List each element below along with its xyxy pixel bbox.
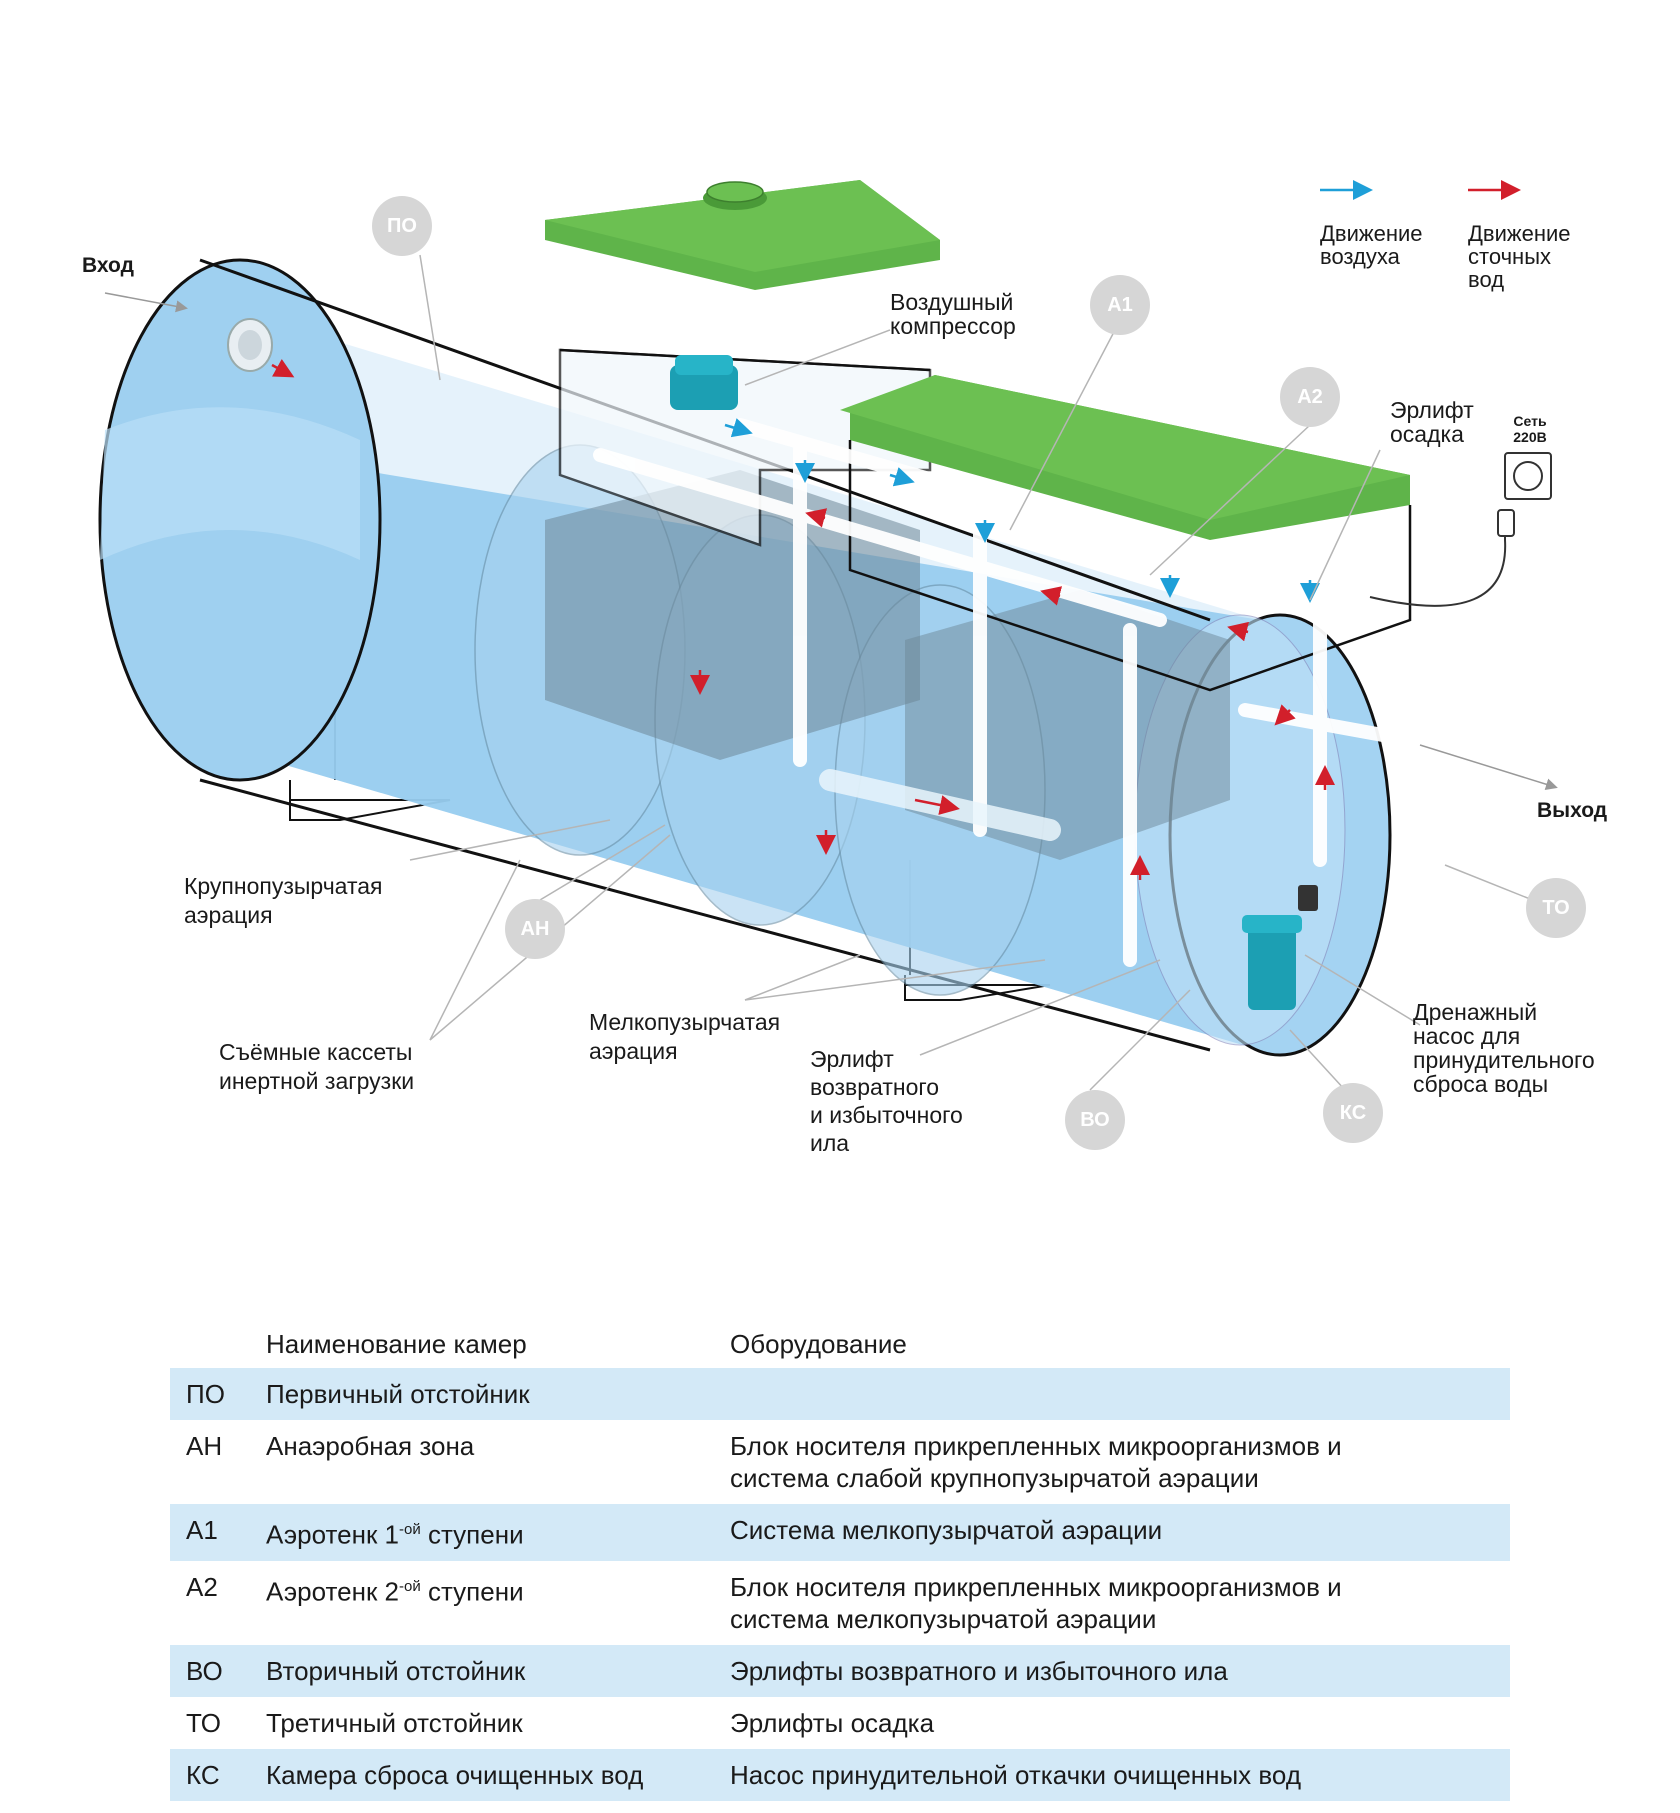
- table-row: ТО Третичный отстойник Эрлифты осадка: [170, 1697, 1510, 1749]
- chamber-equipment: Эрлифты осадка: [730, 1707, 935, 1738]
- tank-illustration: [98, 180, 1558, 1091]
- chamber-code: А1: [186, 1515, 218, 1545]
- chamber-name: Первичный отстойник: [266, 1379, 530, 1409]
- chamber-name: Вторичный отстойник: [266, 1655, 526, 1686]
- compressor-label: Воздушный компрессор: [890, 289, 1016, 339]
- badge-po: ПО: [372, 196, 432, 256]
- badge-a2: А2: [1280, 367, 1340, 427]
- badge-an: АН: [505, 899, 565, 959]
- coarse-aeration-label: Крупнопузырчатая аэрация: [184, 873, 383, 928]
- badge-to: ТО: [1526, 878, 1586, 938]
- header-equipment: Оборудование: [730, 1329, 907, 1359]
- chamber-equipment: Система мелкопузырчатой аэрации: [730, 1515, 1163, 1545]
- drain-pump: [1242, 885, 1318, 1010]
- chamber-code: ВО: [186, 1655, 223, 1686]
- inlet-label: Вход: [82, 254, 134, 277]
- drain-pump-label: Дренажный насос для принудительного сбро…: [1413, 999, 1595, 1097]
- compressor-box: [545, 180, 940, 547]
- socket-label: Сеть 220В: [1513, 413, 1547, 445]
- chamber-equipment: Блок носителя прикрепленных микроорганиз…: [730, 1571, 1342, 1634]
- chamber-name: Третичный отстойник: [266, 1707, 523, 1738]
- table-row: ПО Первичный отстойник: [170, 1368, 1510, 1420]
- chamber-equipment: Блок носителя прикрепленных микроорганиз…: [730, 1431, 1342, 1493]
- chamber-code: ПО: [186, 1379, 225, 1409]
- badge-vo: ВО: [1065, 1090, 1125, 1150]
- treatment-plant-diagram: Вход Выход Воздушный компрессор Эрлифт о…: [82, 180, 1608, 1156]
- chamber-name: Аэротенк 1-ой ступени: [266, 1519, 524, 1550]
- chamber-name: Камера сброса очищенных вод: [266, 1759, 644, 1790]
- outlet-label: Выход: [1537, 799, 1608, 822]
- socket: [1369, 452, 1552, 607]
- legend-water-label: Движение сточных вод: [1468, 221, 1571, 292]
- table-row: ВО Вторичный отстойник Эрлифты возвратно…: [170, 1644, 1510, 1697]
- air-pipes: [593, 418, 1417, 967]
- chamber-name: Анаэробная зона: [266, 1431, 475, 1461]
- table-header: Наименование камер Оборудование: [170, 1322, 1510, 1368]
- chamber-code: А2: [186, 1571, 218, 1602]
- chamber-equipment: Эрлифты возвратного и избыточного ила: [730, 1655, 1228, 1686]
- table-row: АН Анаэробная зона Блок носителя прикреп…: [170, 1420, 1510, 1504]
- badge-ks: КС: [1323, 1083, 1383, 1143]
- header-name: Наименование камер: [266, 1329, 527, 1359]
- chambers-table: Наименование камер Оборудование ПО Перви…: [170, 1322, 1510, 1801]
- table-row: КС Камера сброса очищенных вод Насос при…: [170, 1748, 1510, 1801]
- chamber-code: АН: [186, 1431, 223, 1461]
- badge-a1: А1: [1090, 275, 1150, 335]
- cassettes-label: Съёмные кассеты инертной загрузки: [219, 1039, 415, 1094]
- flow-arrows: [104, 292, 1558, 880]
- table-row: А1 Аэротенк 1-ой ступени Система мелкопу…: [170, 1504, 1510, 1561]
- airlift-settle-label: Эрлифт осадка: [1390, 397, 1474, 447]
- chamber-equipment: Насос принудительной откачки очищенных в…: [730, 1759, 1301, 1790]
- airlift-return-label: Эрлифт возвратного и избыточного ила: [810, 1046, 963, 1156]
- chamber-code: КС: [186, 1759, 220, 1790]
- table-row: А2 Аэротенк 2-ой ступени Блок носителя п…: [170, 1561, 1510, 1645]
- legend-air-label: Движение воздуха: [1320, 221, 1423, 269]
- chamber-code: ТО: [186, 1707, 221, 1738]
- chamber-name: Аэротенк 2-ой ступени: [266, 1576, 524, 1607]
- fine-aeration-label: Мелкопузырчатая аэрация: [589, 1009, 781, 1064]
